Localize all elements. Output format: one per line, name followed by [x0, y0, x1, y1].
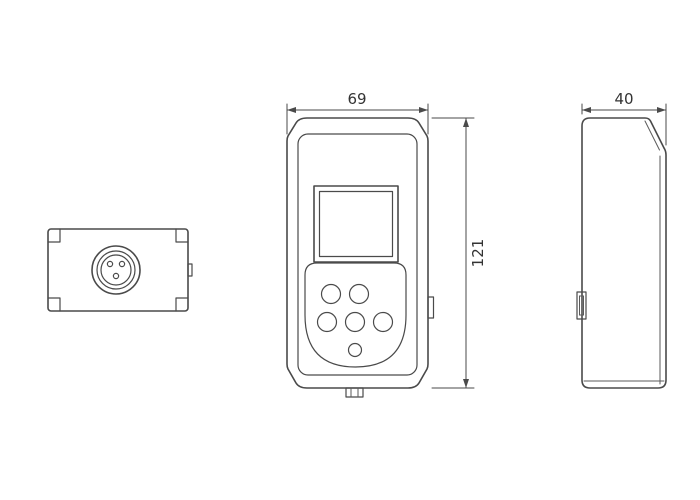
- connector-middle-ring: [96, 250, 136, 290]
- connector-pin: [118, 260, 126, 268]
- top-view: [47, 228, 193, 312]
- corner-step-bottom-right: [175, 297, 189, 312]
- dim-front-width: 69: [286, 90, 429, 135]
- arrowhead-bottom: [463, 379, 469, 388]
- keypad-button-small: [347, 342, 363, 358]
- arrowhead-right: [657, 107, 666, 113]
- corner-step-top-left: [47, 228, 61, 243]
- dimension-label-side-depth: 40: [614, 90, 633, 108]
- display-screen-frame: [313, 185, 399, 263]
- corner-step-top-right: [175, 228, 189, 243]
- keypad-panel: [304, 262, 407, 368]
- front-face-outline: [297, 133, 418, 376]
- display-screen: [318, 190, 394, 258]
- arrowhead-left: [582, 107, 591, 113]
- connector-outer-ring: [91, 245, 141, 295]
- side-tab: [427, 296, 435, 319]
- keypad-button: [344, 311, 366, 333]
- corner-step-bottom-left: [47, 297, 61, 312]
- dim-side-depth: 40: [581, 90, 667, 146]
- keypad-button: [348, 283, 370, 305]
- dim-front-height: 121: [431, 117, 487, 389]
- side-body-outline: [581, 117, 667, 389]
- keypad-button: [316, 311, 338, 333]
- side-view: [576, 117, 667, 389]
- arrowhead-right: [419, 107, 428, 113]
- side-tab-profile-detail: [579, 295, 584, 316]
- chamfer-inner-line: [644, 120, 660, 151]
- keypad-button: [320, 283, 342, 305]
- side-tab-profile: [576, 291, 587, 320]
- connector-pin: [106, 260, 114, 268]
- keypad-button: [372, 311, 394, 333]
- front-body-outline: [286, 117, 429, 389]
- connector-inner-ring: [100, 254, 132, 286]
- connector-pin: [112, 272, 120, 280]
- arrowhead-top: [463, 118, 469, 127]
- dimension-label-front-height: 121: [469, 239, 487, 268]
- dimension-label-front-width: 69: [347, 90, 366, 108]
- bottom-connector-stub: [345, 387, 364, 398]
- arrowhead-left: [287, 107, 296, 113]
- side-notch: [187, 263, 193, 277]
- front-view: [286, 117, 435, 398]
- top-view-body-outline: [47, 228, 189, 312]
